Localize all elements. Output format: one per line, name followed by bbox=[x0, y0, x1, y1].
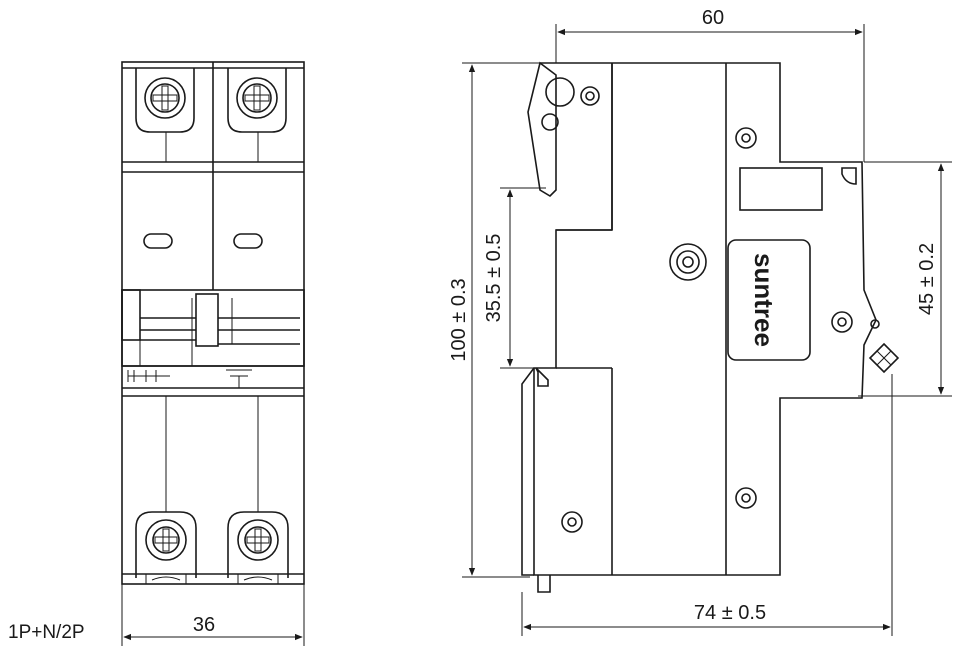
toggle-handle bbox=[121, 289, 305, 397]
top-terminal-right bbox=[227, 68, 287, 133]
front-height-label: 45 ± 0.2 bbox=[916, 243, 938, 315]
din-release-tab bbox=[537, 575, 551, 593]
brand-label: suntree bbox=[749, 253, 779, 347]
side-view: suntree 60 100 ± 0.3 35.5 ± 0.5 45 ± 0.2 bbox=[448, 7, 952, 636]
rivet-bottom-left bbox=[561, 511, 583, 533]
rivet-top bbox=[735, 127, 757, 149]
bottom-terminal-left bbox=[135, 511, 197, 578]
brand-plate bbox=[727, 239, 811, 361]
depth-top-label: 60 bbox=[702, 7, 724, 29]
indicator-window-right bbox=[233, 233, 263, 249]
width-label: 36 bbox=[193, 614, 215, 636]
top-terminal-left bbox=[135, 68, 195, 133]
side-body-outline bbox=[533, 62, 877, 576]
rivet-bottom-right bbox=[735, 487, 757, 509]
height-label: 100 ± 0.3 bbox=[448, 278, 470, 361]
bottom-terminal-right bbox=[227, 511, 289, 578]
rivet-right bbox=[831, 311, 853, 333]
test-button-icon bbox=[868, 319, 900, 374]
indicator-window-left bbox=[143, 233, 173, 249]
depth-bottom-label: 74 ± 0.5 bbox=[694, 602, 766, 624]
din-clip-top bbox=[527, 61, 557, 198]
rivet-middle bbox=[669, 243, 707, 281]
rail-label: 35.5 ± 0.5 bbox=[483, 234, 505, 323]
mount-hole-large bbox=[545, 77, 575, 107]
toggle-window bbox=[739, 167, 823, 211]
pole-label: 1P+N/2P bbox=[8, 622, 85, 643]
front-view: 36 1P+N/2P bbox=[8, 61, 305, 646]
din-latch bbox=[535, 367, 549, 387]
